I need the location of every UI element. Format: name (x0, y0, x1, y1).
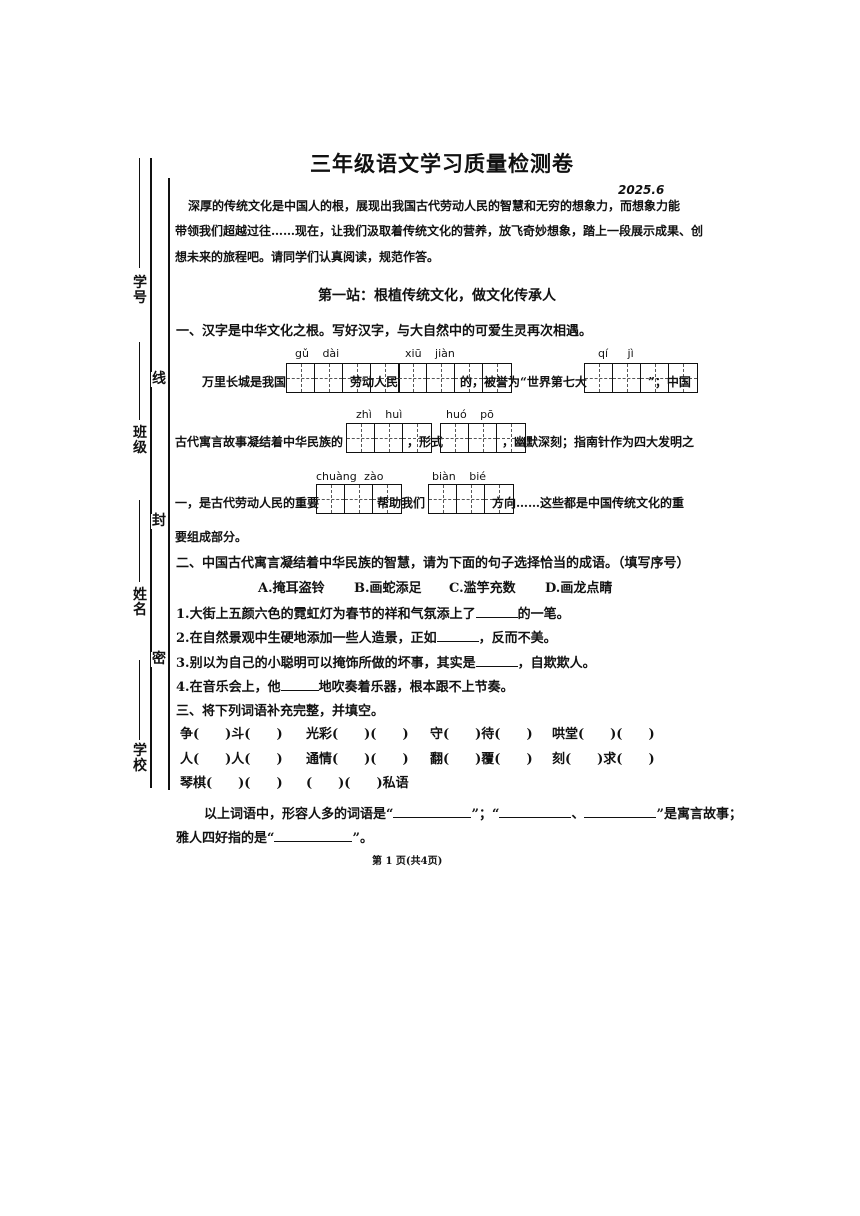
q2-s3-text-a: 3.别以为自己的小聪明可以掩饰所做的坏事，其实是 (176, 656, 476, 671)
q2-s4-text-b: 地吹奏着乐器，根本跟不上节奏。 (318, 680, 514, 695)
page-number: 第 1 页(共4页) (372, 856, 443, 867)
intro-line-1: 深厚的传统文化是中国人的根，展现出我国古代劳动人民的智慧和无穷的想象力，而想象力… (188, 199, 681, 213)
idiom-option-b: B.画蛇添足 (354, 581, 422, 596)
q3-blank-fable-1[interactable] (499, 817, 572, 818)
name-blank[interactable] (139, 500, 140, 582)
student-id-label: 学号 (133, 275, 147, 306)
q3-fill-text-b: ”；“ (471, 807, 500, 822)
idiom-fill-10[interactable]: ( )( )私语 (306, 776, 409, 791)
pinyin-xiujian: xiū jiàn (405, 347, 455, 360)
q3-fill-line-2: 雅人四好指的是“ ”。 (176, 827, 373, 846)
answer-grid-chuangzao[interactable] (316, 484, 402, 514)
q2-s2-blank[interactable] (436, 641, 479, 642)
station-title: 第一站：根植传统文化，做文化传承人 (318, 288, 556, 304)
q2-sentence-2: 2.在自然景观中生硬地添加一些人造景，正如 ，反而不美。 (176, 627, 557, 646)
q3-fill-text-d: ”是寓言故事； (656, 807, 742, 822)
idiom-fill-2[interactable]: 光彩( )( ) (306, 727, 409, 742)
q2-sentence-1: 1.大街上五颜六色的霓虹灯为春节的祥和气氛添上了 的一笔。 (176, 603, 570, 622)
idiom-fill-7[interactable]: 翻( )覆( ) (430, 752, 533, 767)
idiom-option-c: C.滥竽充数 (449, 581, 516, 596)
idiom-fill-6[interactable]: 通情( )( ) (306, 752, 409, 767)
q2-sentence-4: 4.在音乐会上，他 地吹奏着乐器，根本跟不上节奏。 (176, 676, 514, 695)
q3-blank-fable-2[interactable] (584, 817, 657, 818)
exam-date: 2025.6 (618, 183, 665, 197)
q2-s4-text-a: 4.在音乐会上，他 (176, 680, 281, 695)
q1-row1-text-d: ”；中国 (648, 375, 691, 389)
q3-blank-hobbies[interactable] (274, 841, 353, 842)
answer-grid-xiujian[interactable] (398, 363, 512, 393)
q1-row3-text-b: 帮助我们 (377, 496, 426, 510)
q1-row1-text-a: 万里长城是我国 (202, 375, 287, 389)
q3-fill-text-c: 、 (571, 807, 585, 822)
q2-s1-text-b: 的一笔。 (517, 607, 570, 622)
pinyin-gudai: gǔ dài (295, 347, 340, 360)
pinyin-bianbie: biàn bié (432, 470, 487, 483)
q2-heading: 二、中国古代寓言凝结着中华民族的智慧，请为下面的句子选择恰当的成语。（填写序号） (176, 556, 690, 571)
binding-line-outer (150, 158, 152, 788)
idiom-option-d: D.画龙点睛 (545, 581, 613, 596)
answer-grid-zhihui[interactable] (346, 423, 432, 453)
school-label: 学校 (133, 743, 147, 774)
idiom-fill-9[interactable]: 琴棋( )( ) (180, 776, 283, 791)
q2-s4-blank[interactable] (280, 690, 319, 691)
seal-mark-feng: 封 (151, 513, 167, 529)
q2-sentence-3: 3.别以为自己的小聪明可以掩饰所做的坏事，其实是 ，自欺欺人。 (176, 652, 596, 671)
idiom-fill-3[interactable]: 守( )待( ) (430, 727, 533, 742)
intro-line-3: 想未来的旅程吧。请同学们认真阅读，规范作答。 (175, 250, 440, 264)
q3-blank-crowd[interactable] (393, 817, 472, 818)
pinyin-huopo: huó pō (446, 408, 494, 421)
q2-s3-text-b: ，自欺欺人。 (517, 656, 596, 671)
pinyin-qiji: qí jì (598, 347, 634, 360)
answer-grid-huopo[interactable] (440, 423, 526, 453)
q2-s3-blank[interactable] (475, 666, 518, 667)
class-label: 班级 (133, 425, 147, 456)
q2-s2-text-a: 2.在自然景观中生硬地添加一些人造景，正如 (176, 631, 437, 646)
q1-row3-text-c: 方向……这些都是中国传统文化的重 (492, 496, 685, 510)
answer-grid-gudai[interactable] (286, 363, 400, 393)
q2-s2-text-b: ，反而不美。 (478, 631, 557, 646)
q1-heading: 一、汉字是中华文化之根。写好汉字，与大自然中的可爱生灵再次相遇。 (176, 324, 593, 339)
q1-row1-text-c: 的，被誉为“世界第七大 (460, 375, 587, 389)
seal-mark-xian: 线 (151, 371, 167, 387)
name-label: 姓名 (133, 587, 147, 618)
q1-row2-text-a: 古代寓言故事凝结着中华民族的 (175, 435, 344, 449)
student-id-blank[interactable] (139, 158, 140, 268)
q3-fill-text-e: 雅人四好指的是“ (176, 831, 275, 846)
q3-heading: 三、将下列词语补充完整，并填空。 (176, 704, 385, 719)
q1-row2-text-b: ，形式 (407, 435, 444, 449)
class-blank[interactable] (139, 342, 140, 420)
q1-row4-text: 要组成部分。 (175, 530, 248, 544)
q2-s1-text-a: 1.大街上五颜六色的霓虹灯为春节的祥和气氛添上了 (176, 607, 476, 622)
idiom-fill-4[interactable]: 哄堂( )( ) (552, 727, 655, 742)
seal-mark-mi: 密 (151, 651, 167, 667)
answer-grid-qiji[interactable] (584, 363, 698, 393)
pinyin-chuangzao: chuàng zào (316, 470, 384, 483)
pinyin-zhihui: zhì huì (356, 408, 403, 421)
q3-fill-text-a: 以上词语中，形容人多的词语是“ (204, 807, 394, 822)
q3-fill-text-f: ”。 (352, 831, 373, 846)
intro-line-2: 带领我们超越过往……现在，让我们汲取着传统文化的营养，放飞奇妙想象，踏上一段展示… (175, 224, 704, 238)
q1-row3-text-a: 一，是古代劳动人民的重要 (175, 496, 320, 510)
idiom-fill-8[interactable]: 刻( )求( ) (552, 752, 655, 767)
q3-fill-line-1: 以上词语中，形容人多的词语是“ ”；“ 、 ”是寓言故事； (204, 803, 742, 822)
q1-row1-text-b: 劳动人民 (350, 375, 399, 389)
idiom-fill-5[interactable]: 人( )人( ) (180, 752, 283, 767)
q1-row2-text-c: ，幽默深刻；指南针作为四大发明之 (502, 435, 695, 449)
idiom-option-a: A.掩耳盗铃 (258, 581, 325, 596)
answer-grid-bianbie[interactable] (428, 484, 514, 514)
q2-s1-blank[interactable] (475, 617, 518, 618)
idiom-fill-1[interactable]: 争( )斗( ) (180, 727, 283, 742)
binding-line-inner (168, 178, 170, 790)
page-title: 三年级语文学习质量检测卷 (310, 151, 574, 176)
school-blank[interactable] (139, 660, 140, 740)
